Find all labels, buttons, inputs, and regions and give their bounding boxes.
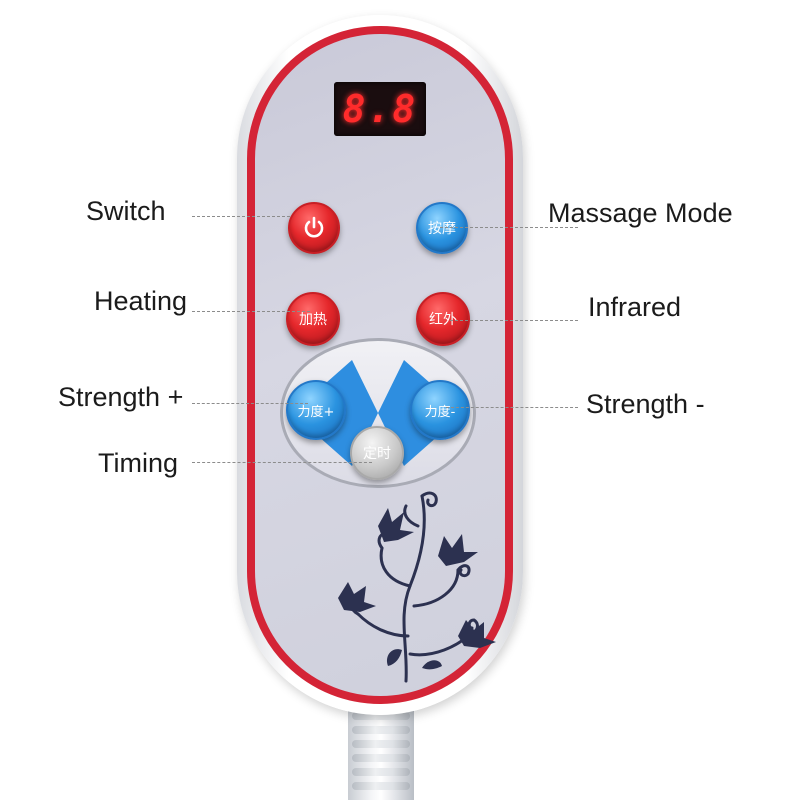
strength-plus-label: Strength + [58,382,184,412]
floral-decoration [338,491,496,683]
massage-mode-button[interactable]: 按摩 [416,202,468,254]
heating-leader-line [192,311,310,312]
led-display: 8.8 [334,82,426,136]
timing-leader-line [192,462,372,463]
cable-strain-relief-rib [352,740,410,748]
timing-button[interactable]: 定时 [350,426,404,480]
massage-mode-leader-line [440,227,578,228]
strength-minus-button-label: 力度- [424,404,456,420]
infrared-button-label: 红外 [429,312,457,328]
massage-mode-button-label: 按摩 [428,221,456,237]
switch-label: Switch [86,196,166,226]
infrared-label: Infrared [588,292,682,322]
heating-label: Heating [94,286,188,316]
cable-strain-relief-rib [352,754,410,762]
cable-strain-relief-rib [352,712,410,720]
timing-button-label: 定时 [363,446,391,462]
heating-button-label: 加热 [299,312,327,328]
switch-button[interactable] [288,202,340,254]
led-display-value: 8.8 [342,87,418,131]
heating-button[interactable]: 加热 [286,292,340,346]
timing-label: Timing [98,448,179,478]
infrared-leader-line [450,320,578,321]
strength-plus-leader-line [192,403,308,404]
strength-minus-leader-line [446,407,578,408]
infrared-button[interactable]: 红外 [416,292,470,346]
strength-plus-button-label: 力度+ [297,404,335,420]
massage-mode-label: Massage Mode [548,198,733,228]
cable-strain-relief-rib [352,768,410,776]
cable-strain-relief-rib [352,782,410,790]
strength-minus-button[interactable]: 力度- [410,380,470,440]
strength-minus-label: Strength - [586,389,705,419]
power-icon [304,216,324,238]
strength-plus-button[interactable]: 力度+ [286,380,346,440]
cable-strain-relief-rib [352,726,410,734]
switch-leader-line [192,216,290,217]
